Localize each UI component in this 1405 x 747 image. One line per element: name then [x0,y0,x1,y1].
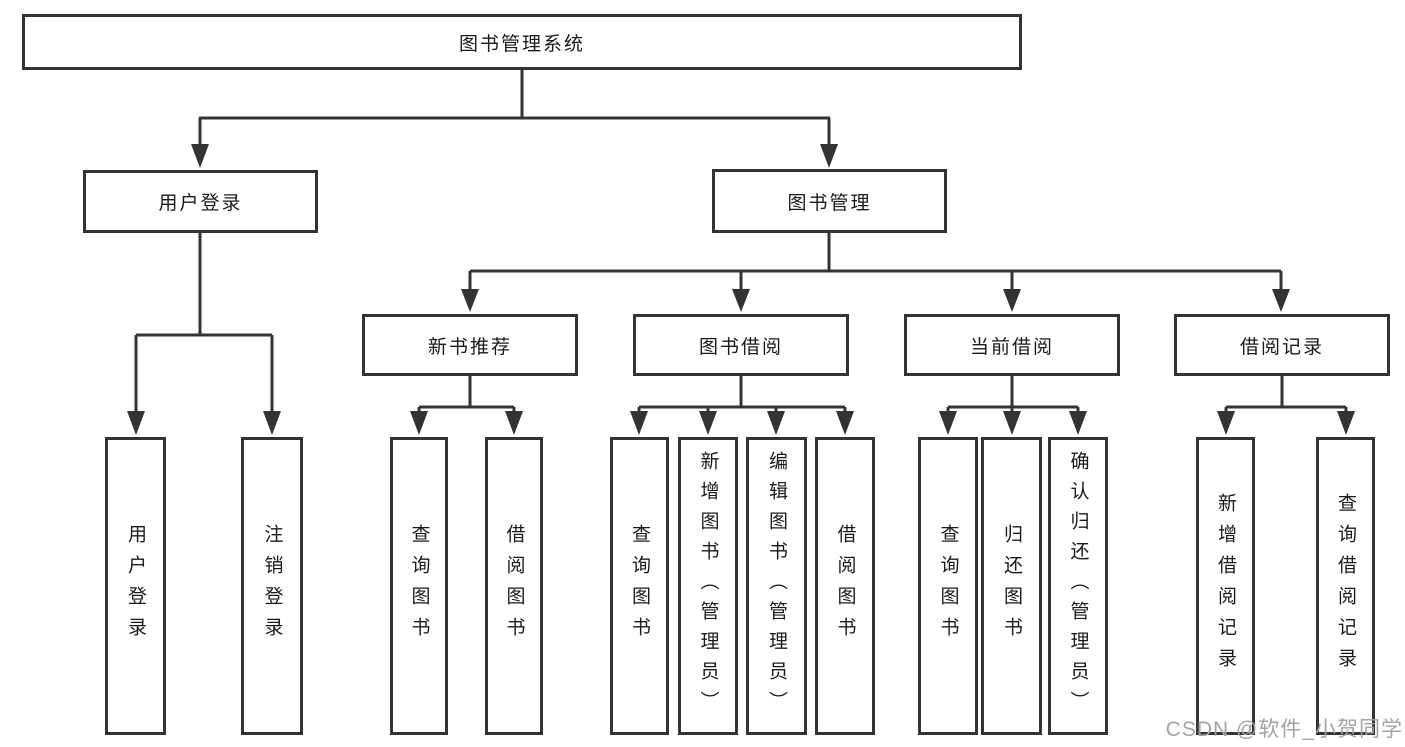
connector-user-login-branch [127,233,281,435]
node-book-management: 图书管理 [712,169,947,233]
node-book-borrow-label: 图书借阅 [698,336,783,358]
leaf-return-book: 归还图书 [981,437,1042,735]
leaf-confirm-return-admin: 确认归还（管理员） [1048,437,1108,735]
node-book-borrow: 图书借阅 [633,314,849,376]
leaf-add-borrow-record-label: 新增借阅记录 [1215,493,1236,679]
leaf-query-borrow-record-label: 查询借阅记录 [1335,493,1356,679]
connector-root-to-level2 [191,70,838,168]
leaf-borrow-books-recommend-label: 借阅图书 [503,524,525,648]
node-borrow-records: 借阅记录 [1174,314,1390,376]
node-user-login-label: 用户登录 [158,193,243,214]
node-new-book-recommend: 新书推荐 [362,314,578,376]
node-current-borrow: 当前借阅 [904,314,1120,376]
leaf-query-books-current-label: 查询图书 [937,524,959,648]
node-borrow-records-label: 借阅记录 [1239,336,1324,358]
node-book-management-label: 图书管理 [787,192,872,214]
leaf-user-login-label: 用户登录 [125,524,146,648]
leaf-user-login: 用户登录 [105,437,166,735]
watermark: CSDN @软件_小贺同学 [1165,718,1403,741]
leaf-query-books-borrow: 查询图书 [610,437,669,735]
leaf-query-books-borrow-label: 查询图书 [629,524,650,648]
leaf-return-book-label: 归还图书 [1001,524,1022,648]
leaf-add-borrow-record: 新增借阅记录 [1196,437,1255,735]
leaf-logout: 注销登录 [241,437,303,735]
connector-borrow-records-branch [1217,376,1355,435]
connector-book-borrow-branch [630,376,854,435]
leaf-borrow-books-label: 借阅图书 [834,524,856,648]
leaf-add-book-admin-label: 新增图书（管理员） [697,451,719,721]
connector-new-book-branch [410,376,523,435]
leaf-confirm-return-admin-label: 确认归还（管理员） [1067,451,1089,721]
leaf-query-books-recommend: 查询图书 [390,437,448,735]
leaf-query-borrow-record: 查询借阅记录 [1316,437,1375,735]
node-current-borrow-label: 当前借阅 [969,336,1054,358]
leaf-edit-book-admin: 编辑图书（管理员） [746,437,807,735]
node-new-book-recommend-label: 新书推荐 [427,336,512,358]
leaf-borrow-books-recommend: 借阅图书 [485,437,543,735]
connector-current-borrow-branch [939,376,1087,435]
node-root: 图书管理系统 [22,14,1022,70]
leaf-add-book-admin: 新增图书（管理员） [678,437,738,735]
leaf-query-books-recommend-label: 查询图书 [408,524,430,648]
connector-book-management-branch [461,233,1290,312]
leaf-borrow-books: 借阅图书 [815,437,875,735]
leaf-query-books-current: 查询图书 [918,437,978,735]
node-root-label: 图书管理系统 [458,33,585,55]
leaf-edit-book-admin-label: 编辑图书（管理员） [766,451,787,721]
node-user-login: 用户登录 [83,170,318,233]
leaf-logout-label: 注销登录 [261,524,283,648]
